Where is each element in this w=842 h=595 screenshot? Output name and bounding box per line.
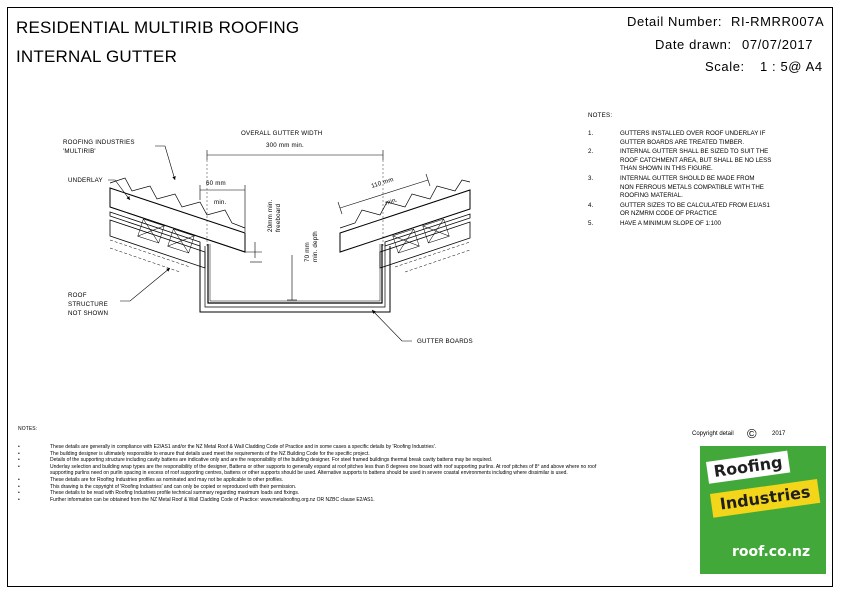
note-bottom-item: • The building designer is ultimately res… <box>18 451 618 458</box>
note-bottom-text: This drawing is the copyright of 'Roofin… <box>50 483 297 490</box>
label-freeboard-2: freeboard <box>275 203 282 232</box>
notes-right-list: 1. GUTTERS INSTALLED OVER ROOF UNDERLAY I… <box>588 130 823 230</box>
note-right-text: HAVE A MINIMUM SLOPE OF 1:100 <box>620 219 721 227</box>
logo-line-industries: Industries <box>710 478 821 518</box>
note-right-item: 2. INTERNAL GUTTER SHALL BE SIZED TO SUIT… <box>588 148 823 174</box>
note-right-text: INTERNAL GUTTER SHOULD BE MADE FROM NON … <box>620 174 764 200</box>
note-right-item: 1. GUTTERS INSTALLED OVER ROOF UNDERLAY I… <box>588 130 823 147</box>
note-right-text: INTERNAL GUTTER SHALL BE SIZED TO SUIT T… <box>620 148 772 173</box>
note-bottom-item: • These details to be read with Roofing I… <box>18 490 618 497</box>
leader-lines <box>108 145 412 342</box>
note-right-number: 1. <box>588 130 594 137</box>
label-gutter-boards: GUTTER BOARDS <box>417 338 473 345</box>
bullet-icon: • <box>18 463 20 470</box>
logo-line-roofing: Roofing <box>706 450 791 484</box>
note-bottom-item: • These details are for Roofing Industrie… <box>18 477 618 484</box>
bullet-icon: • <box>18 450 20 457</box>
label-not-shown: NOT SHOWN <box>68 310 108 317</box>
label-left-overlap: 60 mm <box>206 180 226 187</box>
label-structure: STRUCTURE <box>68 301 108 308</box>
date-drawn-value: 07/07/2017 <box>742 37 814 52</box>
note-bottom-item: • These details are generally in complian… <box>18 444 618 451</box>
copyright-icon: © <box>747 426 757 441</box>
label-underlay: UNDERLAY <box>68 177 103 184</box>
detail-number-label: Detail Number: <box>627 14 723 29</box>
left-roof-assembly <box>109 177 246 273</box>
copyright-year: 2017 <box>772 431 786 437</box>
note-right-item: 3. INTERNAL GUTTER SHOULD BE MADE FROM NO… <box>588 175 823 201</box>
label-overall-width-value: 300 mm min. <box>266 142 304 149</box>
bullet-icon: • <box>18 496 20 503</box>
bullet-icon: • <box>18 444 20 450</box>
bullet-icon: • <box>18 476 20 483</box>
label-right-overlap-min: min. <box>384 196 398 207</box>
note-bottom-text: These details are for Roofing Industries… <box>50 476 284 483</box>
note-right-number: 4. <box>588 201 594 209</box>
note-right-item: 5. HAVE A MINIMUM SLOPE OF 1:100 <box>588 220 823 229</box>
internal-gutter <box>199 244 391 313</box>
note-bottom-text: These details to be read with Roofing In… <box>50 490 300 497</box>
label-left-overlap-min: min. <box>214 199 227 206</box>
notes-bottom-heading: NOTES: <box>18 426 38 432</box>
date-drawn-label: Date drawn: <box>655 37 732 52</box>
scale-value: 1 : 5@ A4 <box>760 59 823 74</box>
note-bottom-text: Underlay selection and building wrap typ… <box>50 463 597 477</box>
note-bottom-text: Further information can be obtained from… <box>50 496 375 503</box>
notes-right-heading: NOTES: <box>588 112 613 119</box>
note-bottom-item: • Underlay selection and building wrap ty… <box>18 464 618 477</box>
drawing-sheet <box>7 7 833 587</box>
bullet-icon: • <box>18 457 20 464</box>
note-right-text: GUTTER SIZES TO BE CALCULATED FROM E1/AS… <box>620 201 770 218</box>
bullet-icon: • <box>18 490 20 497</box>
label-multirib: 'MULTIRIB' <box>63 148 96 155</box>
note-right-number: 3. <box>588 174 594 182</box>
note-bottom-item: • Further information can be obtained fro… <box>18 497 618 504</box>
note-bottom-text: The building designer is ultimately resp… <box>50 450 370 457</box>
note-bottom-text: These details are generally in complianc… <box>50 444 437 450</box>
label-depth-2: min. depth <box>312 231 319 262</box>
scale-label: Scale: <box>705 59 745 74</box>
note-bottom-item: • This drawing is the copyright of 'Roofi… <box>18 484 618 491</box>
roofing-industries-logo: Roofing Industries roof.co.nz <box>700 446 826 574</box>
copyright-label: Copyright detail <box>692 431 734 437</box>
note-right-item: 4. GUTTER SIZES TO BE CALCULATED FROM E1/… <box>588 202 823 219</box>
bullet-icon: • <box>18 483 20 490</box>
label-roof: ROOF <box>68 292 87 299</box>
note-right-number: 2. <box>588 148 594 156</box>
note-right-text: GUTTERS INSTALLED OVER ROOF UNDERLAY IF … <box>620 130 766 146</box>
title-line-2: INTERNAL GUTTER <box>16 47 178 66</box>
note-bottom-text: Details of the supporting structure incl… <box>50 457 493 464</box>
note-right-number: 5. <box>588 219 594 227</box>
note-bottom-item: • Details of the supporting structure inc… <box>18 457 618 464</box>
title-line-1: RESIDENTIAL MULTIRIB ROOFING <box>16 18 300 37</box>
detail-number-value: RI-RMRR007A <box>731 14 825 29</box>
label-right-overlap: 110 mm <box>370 176 394 190</box>
dimension-lines <box>199 150 431 301</box>
label-freeboard: 20mm min. <box>267 200 274 232</box>
label-depth: 70 mm <box>304 242 311 262</box>
right-roof-assembly <box>339 179 471 273</box>
label-roofing-industries: ROOFING INDUSTRIES <box>63 139 135 146</box>
logo-line-url: roof.co.nz <box>732 544 811 560</box>
notes-bottom-list: • These details are generally in complian… <box>18 444 618 503</box>
label-overall-width: OVERALL GUTTER WIDTH <box>241 130 322 137</box>
